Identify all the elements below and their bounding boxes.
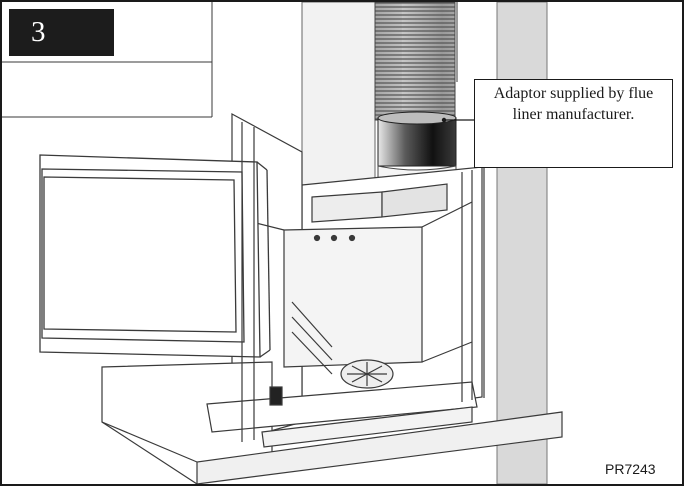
hearth — [101, 361, 563, 484]
callout-line-2: liner manufacturer. — [512, 106, 635, 123]
stove-base — [206, 301, 478, 448]
callout-line-1: Adaptor supplied by flue — [493, 85, 654, 102]
step-number-badge: 3 — [9, 9, 114, 56]
callout-leader — [441, 117, 474, 123]
flue-liner — [374, 2, 456, 121]
stove-frame — [241, 122, 485, 442]
adaptor-callout-box: Adaptor supplied by flue liner manufactu… — [474, 79, 673, 168]
figure-reference-code: PR7243 — [605, 461, 656, 477]
stove-door — [39, 154, 271, 358]
